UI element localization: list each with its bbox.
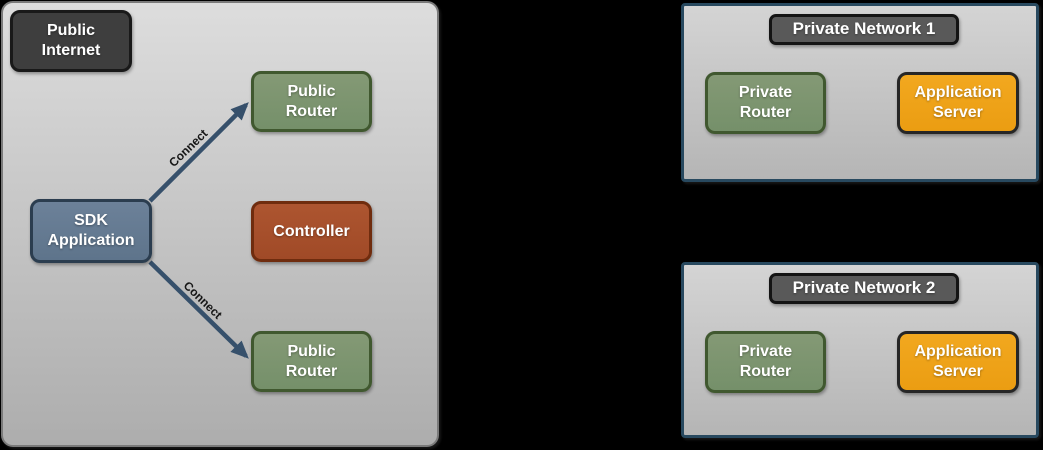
application-server-label: Application Server xyxy=(914,343,1002,380)
private-network-2-application-server-node: Application Server xyxy=(897,331,1019,393)
private-router-label: Private Router xyxy=(738,343,793,380)
public-internet-zone: Connect Connect Public Internet Public R… xyxy=(1,1,439,447)
sdk-application-node: SDK Application xyxy=(30,199,152,263)
public-router-top-label: Public Router xyxy=(285,82,338,120)
controller-label: Controller xyxy=(273,222,350,240)
private-router-label: Private Router xyxy=(738,84,793,121)
private-network-1-application-server-node: Application Server xyxy=(897,72,1019,134)
public-router-bottom-node: Public Router xyxy=(251,331,372,392)
private-network-1-private-router-node: Private Router xyxy=(705,72,826,134)
connect-label-bottom: Connect xyxy=(181,278,225,321)
connect-label-top: Connect xyxy=(166,126,210,169)
controller-node: Controller xyxy=(251,201,372,262)
private-network-2-title-label: Private Network 2 xyxy=(792,278,936,298)
connect-arrow-bottom xyxy=(148,260,249,359)
public-router-bottom-label: Public Router xyxy=(285,342,338,380)
application-server-label: Application Server xyxy=(914,84,1002,121)
public-router-top-node: Public Router xyxy=(251,71,372,132)
public-internet-node: Public Internet xyxy=(10,10,132,72)
private-network-2-zone: Private Network 2 Private Router Applica… xyxy=(681,262,1039,438)
sdk-application-label: SDK Application xyxy=(47,212,135,249)
private-network-2-title: Private Network 2 xyxy=(769,273,959,304)
private-network-2-private-router-node: Private Router xyxy=(705,331,826,393)
public-internet-label: Public Internet xyxy=(41,22,101,59)
private-network-1-zone: Private Network 1 Private Router Applica… xyxy=(681,3,1039,182)
private-network-1-title: Private Network 1 xyxy=(769,14,959,45)
private-network-1-title-label: Private Network 1 xyxy=(792,19,936,39)
connect-arrow-top xyxy=(148,102,249,203)
